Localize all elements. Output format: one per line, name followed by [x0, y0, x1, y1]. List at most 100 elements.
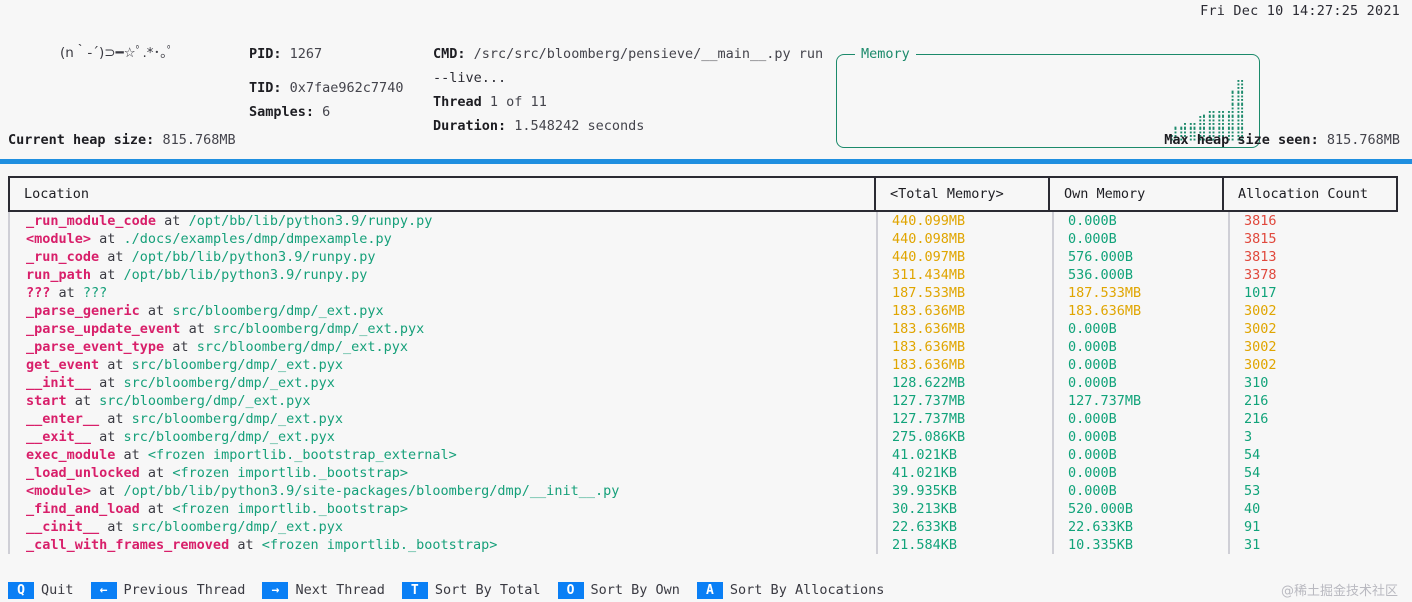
- cell-total-memory: 128.622MB: [876, 374, 1052, 392]
- location-at-keyword: at: [115, 447, 148, 463]
- location-path: src/bloomberg/dmp/_ext.pyx: [212, 321, 425, 337]
- allocation-table: Location <Total Memory> Own Memory Alloc…: [8, 176, 1404, 602]
- shortcut-key-previous-thread[interactable]: ←: [90, 581, 117, 599]
- shortcut-key-next-thread[interactable]: →: [262, 581, 289, 599]
- cell-location: __init__ at src/bloomberg/dmp/_ext.pyx: [8, 374, 876, 392]
- cell-location: _parse_generic at src/bloomberg/dmp/_ext…: [8, 302, 876, 320]
- cell-allocation-count: 3813: [1228, 248, 1404, 266]
- cell-allocation-count: 40: [1228, 500, 1404, 518]
- column-header-total-memory[interactable]: <Total Memory>: [874, 176, 1050, 212]
- table-header-row: Location <Total Memory> Own Memory Alloc…: [8, 176, 1404, 212]
- table-row[interactable]: _run_module_code at /opt/bb/lib/python3.…: [8, 212, 1404, 230]
- location-function: __exit__: [26, 429, 92, 445]
- shortcut-label-sort-by-total[interactable]: Sort By Total: [434, 582, 541, 598]
- cmd-continuation: --live...: [433, 70, 507, 86]
- location-path: <frozen importlib._bootstrap>: [261, 537, 498, 553]
- cell-location: _load_unlocked at <frozen importlib._boo…: [8, 464, 876, 482]
- location-at-keyword: at: [139, 303, 173, 319]
- heap-usage-progressbar-fill: [0, 159, 1412, 164]
- current-heap-size: Current heap size: 815.768MB: [8, 132, 236, 148]
- table-row[interactable]: _run_code at /opt/bb/lib/python3.9/runpy…: [8, 248, 1404, 266]
- footer-shortcut-bar: Q Quit ← Previous Thread → Next Thread T Sort B…: [0, 578, 1412, 602]
- location-path: /opt/bb/lib/python3.9/runpy.py: [131, 249, 376, 265]
- location-function: _parse_event_type: [26, 339, 165, 355]
- heap-usage-progressbar: [0, 159, 1412, 164]
- memory-sparkline-chart: ⢀⣿ ⢸⣿ ⢀⣤⣤⣼⣿ ⢀⣠⣤⣿⣿⣿⣿⣿ ⣼⣿⣿⣿⣿⣿⣿⣿: [1168, 79, 1245, 142]
- cell-location: _run_module_code at /opt/bb/lib/python3.…: [8, 212, 876, 230]
- location-path: src/bloomberg/dmp/_ext.pyx: [99, 393, 311, 409]
- max-heap-value: 815.768MB: [1326, 132, 1400, 148]
- column-header-own-memory[interactable]: Own Memory: [1048, 176, 1224, 212]
- cell-allocation-count: 3: [1228, 428, 1404, 446]
- shortcut-label-previous-thread[interactable]: Previous Thread: [123, 582, 246, 598]
- cell-allocation-count: 216: [1228, 392, 1404, 410]
- shortcut-label-sort-by-allocations[interactable]: Sort By Allocations: [729, 582, 885, 598]
- location-at-keyword: at: [99, 249, 132, 265]
- cell-location: _parse_update_event at src/bloomberg/dmp…: [8, 320, 876, 338]
- shortcut-label-quit[interactable]: Quit: [41, 582, 74, 598]
- location-at-keyword: at: [180, 321, 213, 337]
- duration-label: Duration:: [433, 118, 507, 134]
- cell-location: _call_with_frames_removed at <frozen imp…: [8, 536, 876, 554]
- table-row[interactable]: _load_unlocked at <frozen importlib._boo…: [8, 464, 1404, 482]
- location-function: _parse_generic: [26, 303, 140, 319]
- table-row[interactable]: <module> at ./docs/examples/dmp/dmpexamp…: [8, 230, 1404, 248]
- shortcut-key-sort-by-allocations[interactable]: A: [696, 581, 723, 599]
- cell-total-memory: 311.434MB: [876, 266, 1052, 284]
- location-function: run_path: [26, 267, 92, 283]
- shortcut-key-sort-by-total[interactable]: T: [401, 581, 428, 599]
- cell-allocation-count: 216: [1228, 410, 1404, 428]
- shortcut-key-sort-by-own[interactable]: O: [557, 581, 584, 599]
- shortcut-key-quit[interactable]: Q: [8, 581, 34, 599]
- location-function: _call_with_frames_removed: [26, 537, 230, 553]
- cell-total-memory: 41.021KB: [876, 464, 1052, 482]
- cell-own-memory: 536.000B: [1052, 266, 1228, 284]
- cell-own-memory: 0.000B: [1052, 464, 1228, 482]
- cell-total-memory: 440.097MB: [876, 248, 1052, 266]
- table-row[interactable]: run_path at /opt/bb/lib/python3.9/runpy.…: [8, 266, 1404, 284]
- column-header-allocation-count[interactable]: Allocation Count: [1222, 176, 1398, 212]
- location-at-keyword: at: [99, 411, 132, 427]
- cell-location: <module> at /opt/bb/lib/python3.9/site-p…: [8, 482, 876, 500]
- cmd-label: CMD:: [433, 46, 466, 62]
- shortcut-label-sort-by-own[interactable]: Sort By Own: [590, 582, 680, 598]
- location-function: _find_and_load: [26, 501, 140, 517]
- cell-total-memory: 275.086KB: [876, 428, 1052, 446]
- table-row[interactable]: _parse_generic at src/bloomberg/dmp/_ext…: [8, 302, 1404, 320]
- table-row[interactable]: _parse_update_event at src/bloomberg/dmp…: [8, 320, 1404, 338]
- command-meta-column: CMD: /src/src/bloomberg/pensieve/__main_…: [433, 42, 823, 138]
- table-row[interactable]: <module> at /opt/bb/lib/python3.9/site-p…: [8, 482, 1404, 500]
- cell-own-memory: 0.000B: [1052, 428, 1228, 446]
- max-heap-size: Max heap size seen: 815.768MB: [1164, 132, 1400, 148]
- samples-row: Samples: 6: [249, 100, 403, 124]
- table-row[interactable]: _parse_event_type at src/bloomberg/dmp/_…: [8, 338, 1404, 356]
- table-row[interactable]: _find_and_load at <frozen importlib._boo…: [8, 500, 1404, 518]
- location-function: _run_code: [26, 249, 100, 265]
- location-path: src/bloomberg/dmp/_ext.pyx: [172, 303, 384, 319]
- cell-allocation-count: 310: [1228, 374, 1404, 392]
- location-at-keyword: at: [229, 537, 262, 553]
- location-function: ???: [26, 285, 51, 301]
- samples-value: 6: [322, 104, 331, 120]
- cell-total-memory: 127.737MB: [876, 392, 1052, 410]
- cell-location: _find_and_load at <frozen importlib._boo…: [8, 500, 876, 518]
- cell-total-memory: 22.633KB: [876, 518, 1052, 536]
- location-at-keyword: at: [91, 231, 124, 247]
- location-at-keyword: at: [66, 393, 100, 409]
- column-header-location[interactable]: Location: [8, 176, 876, 212]
- location-at-keyword: at: [164, 339, 197, 355]
- tid-row: TID: 0x7fae962c7740: [249, 76, 403, 100]
- cell-allocation-count: 1017: [1228, 284, 1404, 302]
- shortcut-label-next-thread[interactable]: Next Thread: [295, 582, 385, 598]
- table-row[interactable]: exec_module at <frozen importlib._bootst…: [8, 446, 1404, 464]
- location-function: _parse_update_event: [26, 321, 181, 337]
- table-row[interactable]: _call_with_frames_removed at <frozen imp…: [8, 536, 1404, 554]
- process-meta-column: PID: 1267 TID: 0x7fae962c7740 Samples: 6: [249, 42, 403, 124]
